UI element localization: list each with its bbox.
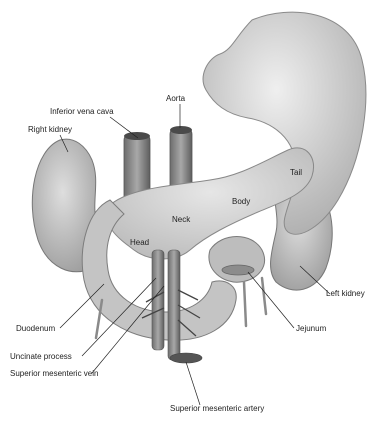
aorta-opening [170,126,192,134]
label-superior-mesenteric-artery: Superior mesenteric artery [170,404,264,413]
label-right-kidney: Right kidney [28,125,72,134]
label-head: Head [130,238,149,247]
label-duodenum: Duodenum [16,324,55,333]
label-inferior-vena-cava: Inferior vena cava [50,107,114,116]
ivc-opening [124,132,150,140]
label-superior-mesenteric-vein: Superior mesenteric vein [10,369,98,378]
label-body: Body [232,197,250,206]
label-tail: Tail [290,168,302,177]
label-jejunum: Jejunum [296,324,327,333]
label-neck: Neck [172,215,191,224]
lower-vessel-opening [170,353,202,363]
label-uncinate-process: Uncinate process [10,352,72,361]
sm-vein-vessel [152,250,164,350]
label-left-kidney: Left kidney [326,289,365,298]
label-aorta: Aorta [166,94,186,103]
